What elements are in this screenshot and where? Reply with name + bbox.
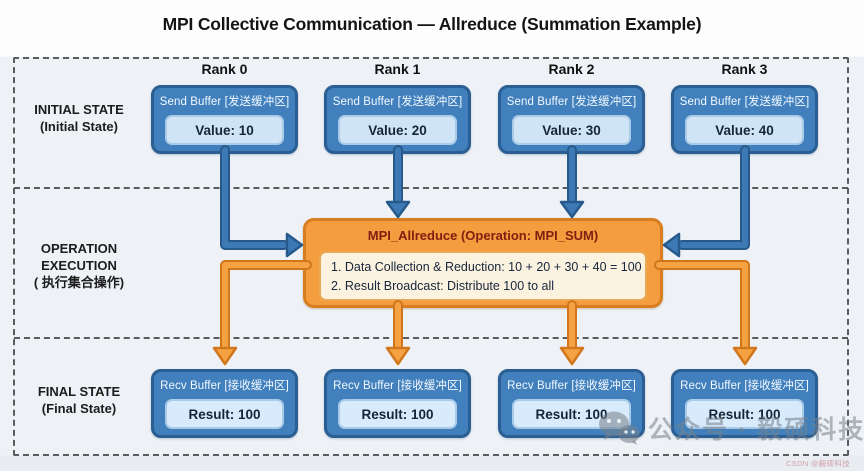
recv-buffer-label: Recv Buffer [接收缓冲区] <box>160 380 289 392</box>
row-label-line: (Final State) <box>41 400 117 416</box>
send-value-rank-0: Value: 10 <box>165 115 284 145</box>
mpi-allreduce-operation-box: MPI_Allreduce (Operation: MPI_SUM) 1. Da… <box>303 218 663 308</box>
rank-0-header: Rank 0 <box>201 61 248 77</box>
recv-result-rank-3: Result: 100 <box>685 399 804 429</box>
row-label-line: OPERATION <box>40 241 118 256</box>
recv-buffer-rank-3: Recv Buffer [接收缓冲区] Result: 100 <box>671 369 818 438</box>
send-buffer-rank-1: Send Buffer [发送缓冲区] Value: 20 <box>324 85 471 154</box>
recv-buffer-label: Recv Buffer [接收缓冲区] <box>333 380 462 392</box>
operation-steps: 1. Data Collection & Reduction: 10 + 20 … <box>319 251 647 301</box>
csdn-watermark: CSDN @毅硕科技 <box>786 459 850 468</box>
recv-result-rank-1: Result: 100 <box>338 399 457 429</box>
row-label-operation-execution: OPERATION EXECUTION ( 执行集合操作) <box>14 241 144 292</box>
wechat-watermark: 公众号 · 毅硕科技 <box>598 410 864 446</box>
operation-title: MPI_Allreduce (Operation: MPI_SUM) <box>367 228 599 243</box>
send-buffer-rank-0: Send Buffer [发送缓冲区] Value: 10 <box>151 85 298 154</box>
send-value-rank-1: Value: 20 <box>338 115 457 145</box>
page-title: MPI Collective Communication — Allreduce… <box>162 14 702 34</box>
row-label-line: FINAL STATE <box>37 384 121 399</box>
wechat-icon <box>599 411 640 445</box>
operation-step-2: 2. Result Broadcast: Distribute 100 to a… <box>331 278 555 293</box>
recv-buffer-label: Recv Buffer [接收缓冲区] <box>680 380 809 392</box>
rank-2-header: Rank 2 <box>548 61 595 77</box>
rank-1-header: Rank 1 <box>374 61 421 77</box>
send-buffer-label: Send Buffer [发送缓冲区] <box>506 96 637 108</box>
recv-buffer-rank-0: Recv Buffer [接收缓冲区] Result: 100 <box>151 369 298 438</box>
send-buffer-label: Send Buffer [发送缓冲区] <box>332 96 463 108</box>
row-label-line: EXECUTION <box>41 257 117 273</box>
diagram-dashed-border <box>13 57 849 456</box>
row-label-final-state: FINAL STATE (Final State) <box>14 384 144 418</box>
send-buffer-label: Send Buffer [发送缓冲区] <box>159 96 290 108</box>
send-buffer-rank-2: Send Buffer [发送缓冲区] Value: 30 <box>498 85 645 154</box>
recv-buffer-rank-1: Recv Buffer [接收缓冲区] Result: 100 <box>324 369 471 438</box>
section-divider-initial-operation <box>14 187 848 189</box>
rank-3-header: Rank 3 <box>721 61 768 77</box>
section-divider-operation-final <box>14 337 848 339</box>
recv-result-rank-0: Result: 100 <box>165 399 284 429</box>
row-label-line: ( 执行集合操作) <box>33 274 125 290</box>
send-buffer-label: Send Buffer [发送缓冲区] <box>679 96 810 108</box>
operation-step-1: 1. Data Collection & Reduction: 10 + 20 … <box>331 260 642 274</box>
row-label-line: INITIAL STATE <box>34 102 124 117</box>
send-value-rank-2: Value: 30 <box>512 115 631 145</box>
wechat-watermark-text: 公众号 · 毅硕科技 <box>648 416 864 444</box>
send-value-rank-3: Value: 40 <box>685 115 804 145</box>
row-label-initial-state: INITIAL STATE (Initial State) <box>14 102 144 136</box>
row-label-line: (Initial State) <box>39 118 118 134</box>
recv-buffer-label: Recv Buffer [接收缓冲区] <box>507 380 636 392</box>
send-buffer-rank-3: Send Buffer [发送缓冲区] Value: 40 <box>671 85 818 154</box>
